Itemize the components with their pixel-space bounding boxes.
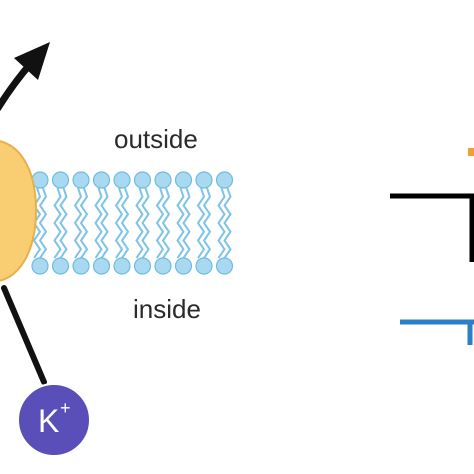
membrane-heads <box>31 171 234 275</box>
ion-charge: + <box>60 398 71 418</box>
inside-label: inside <box>133 294 201 324</box>
channel-protein <box>0 140 38 282</box>
lipid-head <box>72 171 90 189</box>
lipid-tail <box>59 187 68 259</box>
lipid-head <box>113 257 131 275</box>
lipid-tail <box>73 187 83 259</box>
lipid-head <box>215 257 234 275</box>
ion-symbol: K <box>38 403 59 439</box>
ion-path-line <box>1 285 47 385</box>
lipid-tail <box>53 187 62 259</box>
lipid-tail <box>182 187 191 259</box>
lipid-head <box>195 257 213 275</box>
lipid-tail <box>141 187 150 259</box>
lipid-head <box>154 257 172 275</box>
lipid-tail <box>196 187 206 259</box>
accent-tick <box>468 148 474 156</box>
lipid-tail <box>38 187 48 259</box>
lipid-head <box>215 171 234 189</box>
potassium-ion-icon <box>17 383 91 457</box>
lipid-tail <box>217 187 226 259</box>
lipid-head <box>195 171 213 189</box>
lipid-head <box>174 257 193 275</box>
lipid-tail <box>223 187 232 259</box>
outside-label: outside <box>114 124 198 154</box>
lipid-tail <box>100 187 109 259</box>
lipid-tail <box>94 187 103 259</box>
lipid-head <box>92 171 111 189</box>
lipid-tail <box>79 187 89 259</box>
membrane-tails <box>32 187 232 259</box>
lipid-head <box>113 171 131 189</box>
lipid-head <box>92 257 111 275</box>
lipid-head <box>51 257 70 275</box>
lipid-head <box>154 171 172 189</box>
lipid-head <box>133 257 152 275</box>
lipid-head <box>51 171 70 189</box>
arrow-up-right-icon <box>14 42 50 80</box>
lipid-head <box>133 171 152 189</box>
lipid-head <box>31 257 49 275</box>
lipid-tail <box>135 187 144 259</box>
lipid-tail <box>155 187 165 259</box>
lipid-head <box>72 257 90 275</box>
lipid-head <box>174 171 193 189</box>
lipid-tail <box>161 187 171 259</box>
lipid-tail <box>176 187 185 259</box>
lipid-tail <box>202 187 212 259</box>
lipid-tail <box>114 187 124 259</box>
lipid-tail <box>120 187 130 259</box>
